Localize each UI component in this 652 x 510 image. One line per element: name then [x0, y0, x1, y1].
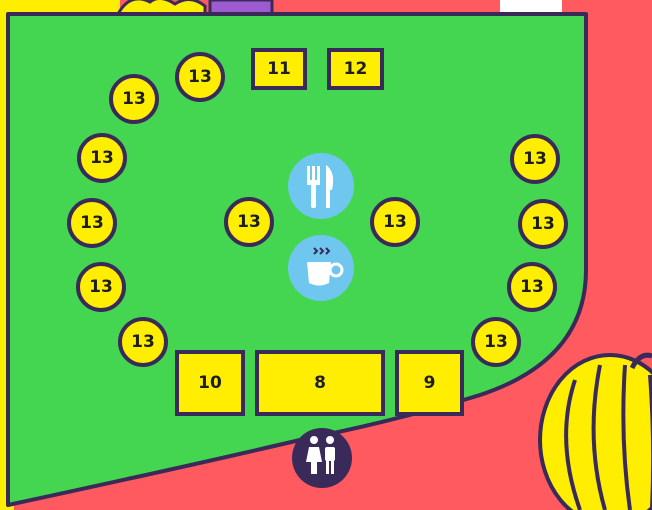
table-t10[interactable]	[177, 352, 243, 414]
table-c6[interactable]	[120, 319, 166, 365]
table-c9[interactable]	[512, 136, 558, 182]
table-t12[interactable]	[329, 50, 382, 88]
top-yellow-edge	[0, 0, 120, 14]
table-c1[interactable]	[177, 54, 223, 100]
top-decoration	[118, 0, 205, 14]
table-t8[interactable]	[257, 352, 383, 414]
table-c11[interactable]	[509, 264, 555, 310]
table-c3[interactable]	[79, 135, 125, 181]
table-t11[interactable]	[253, 50, 305, 88]
table-c10[interactable]	[520, 201, 566, 247]
fork-knife-icon[interactable]	[288, 153, 354, 219]
table-c12[interactable]	[473, 319, 519, 365]
table-t9[interactable]	[397, 352, 462, 414]
restroom-icon[interactable]	[292, 428, 352, 488]
table-c2[interactable]	[111, 76, 157, 122]
table-c8[interactable]	[372, 199, 418, 245]
coffee-cup-icon[interactable]	[288, 235, 354, 301]
table-c5[interactable]	[78, 264, 124, 310]
table-c7[interactable]	[226, 199, 272, 245]
table-c4[interactable]	[69, 200, 115, 246]
